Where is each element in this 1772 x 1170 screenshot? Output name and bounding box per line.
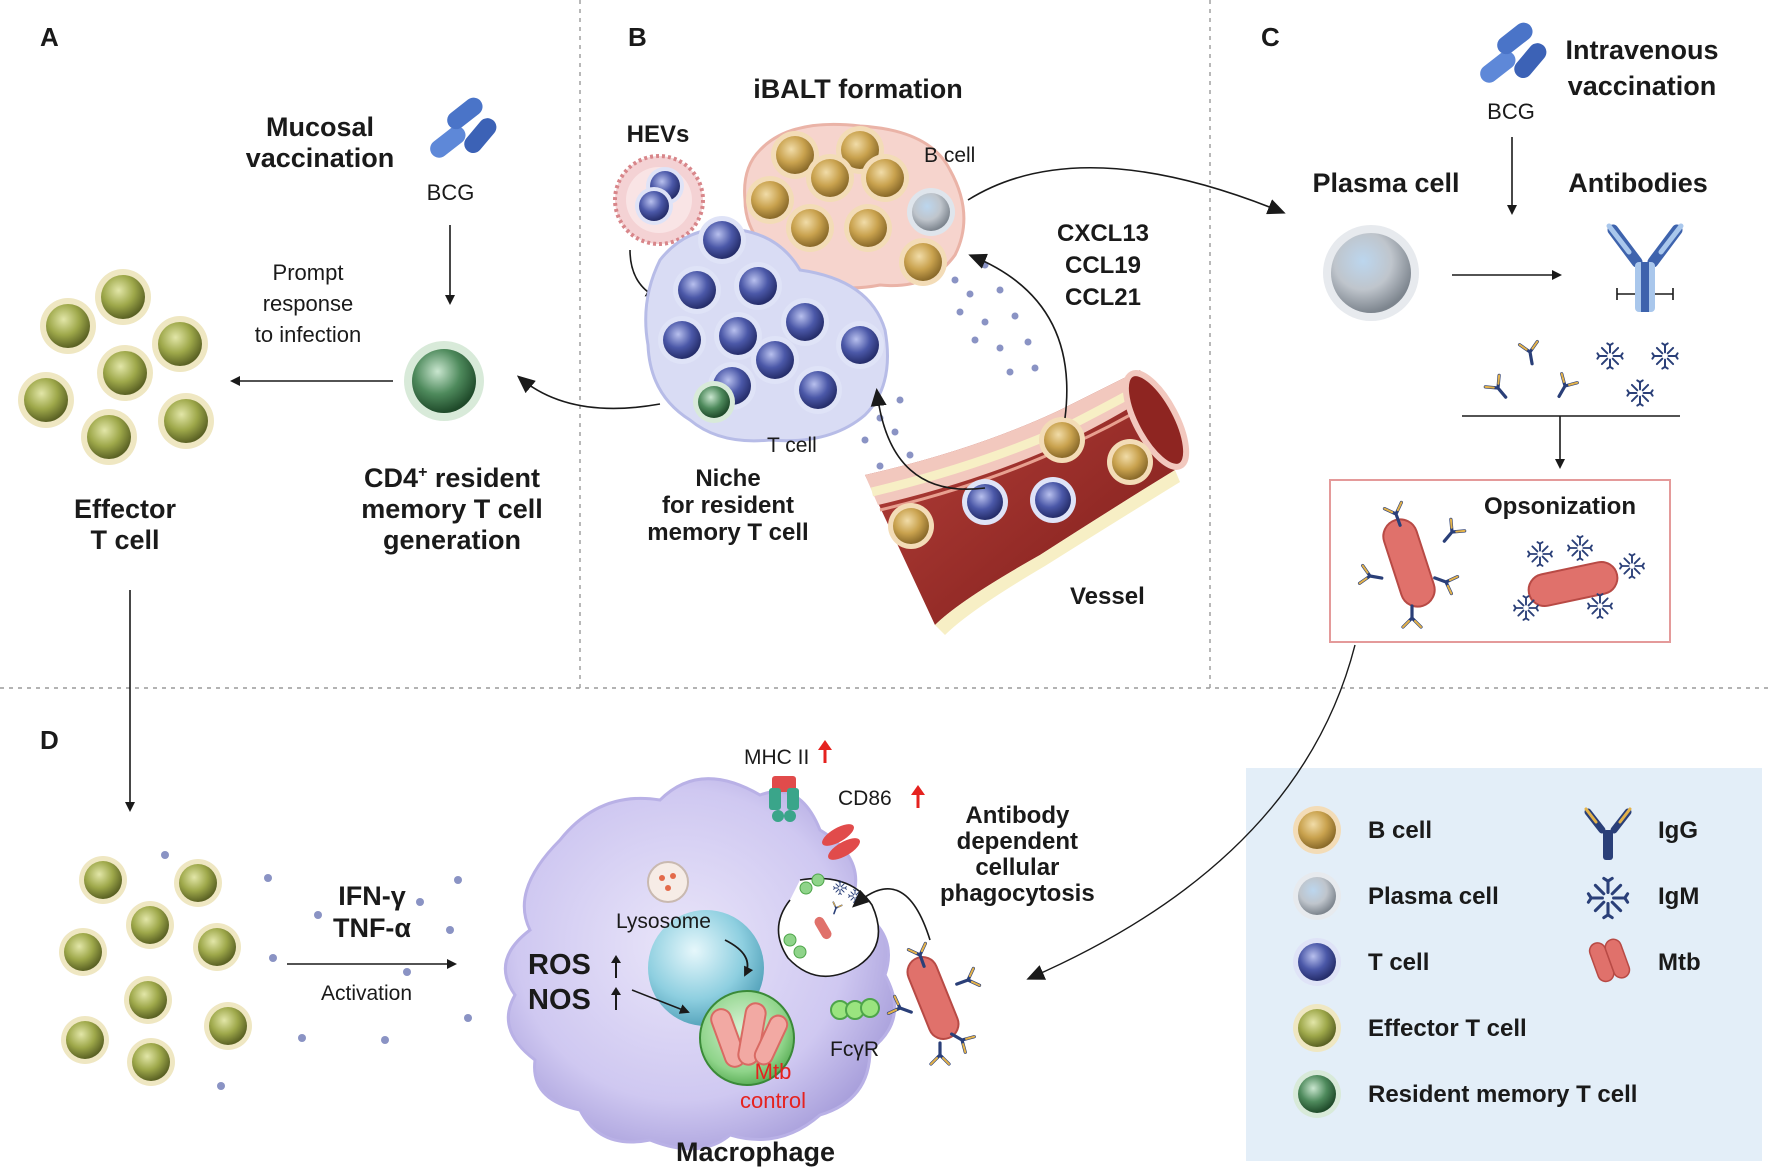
effector-t-cell-label: Effector T cell xyxy=(73,494,176,555)
t-cell-group-b xyxy=(658,216,884,423)
opsonization-label: Opsonization xyxy=(1484,493,1636,520)
chemokines-label: CXCL13 CCL19 CCL21 xyxy=(1056,220,1150,311)
ros-label: ROS xyxy=(528,949,591,981)
antibody-pool-c xyxy=(1483,339,1679,407)
up-arrow-mhc xyxy=(818,740,832,763)
opsonization-box xyxy=(1329,479,1671,643)
bcg-icon-a xyxy=(430,97,497,158)
activation-label: Activation xyxy=(321,982,413,1005)
legend-effector-t-cell-icon xyxy=(1293,1004,1341,1052)
panel-letter-b: B xyxy=(628,22,647,52)
nos-label: NOS xyxy=(528,984,591,1016)
hev-structure xyxy=(613,154,705,246)
panel-letter-c: C xyxy=(1261,22,1280,52)
b-cell-group-b xyxy=(746,126,955,286)
effector-t-cell-cluster-a xyxy=(18,269,214,465)
t-cell-label-b: T cell xyxy=(767,434,817,457)
lysosome-label: Lysosome xyxy=(616,910,711,933)
niche-label: Niche for resident memory T cell xyxy=(647,465,809,546)
legend-resident-memory-t-cell-icon xyxy=(1293,1070,1341,1118)
cytokine-dots-d xyxy=(161,851,472,1090)
legend-igg-icon xyxy=(1584,807,1632,860)
b-cell-label-b: B cell xyxy=(924,144,976,167)
arrow-adcp xyxy=(852,888,931,941)
effector-t-cell-cluster-d xyxy=(59,856,252,1086)
phagolysosome xyxy=(699,990,795,1086)
opsonized-mtb-igm xyxy=(1513,535,1645,621)
legend-icons xyxy=(1293,806,1632,1118)
up-arrow-ros xyxy=(611,955,621,978)
legend-mtb-icon xyxy=(1588,938,1631,983)
ibalt-title: iBALT formation xyxy=(753,74,963,104)
panel-dividers xyxy=(0,0,1772,689)
legend-label-mtb: Mtb xyxy=(1658,949,1701,976)
fcgr-receptor xyxy=(830,998,880,1020)
legend-label-t-cell: T cell xyxy=(1368,949,1430,976)
legend-label-b-cell: B cell xyxy=(1368,817,1433,844)
mucosal-vaccination-label: Mucosal vaccination xyxy=(245,112,395,173)
arrow-bcell-to-plasma xyxy=(967,166,1286,215)
cd86-receptor xyxy=(822,824,860,860)
cd86-label: CD86 xyxy=(838,787,892,810)
legend-label-effector-t-cell: Effector T cell xyxy=(1368,1015,1527,1042)
bcg-icon-c xyxy=(1480,22,1547,83)
panel-letter-a: A xyxy=(40,22,59,52)
mhc-ii-receptor xyxy=(769,776,799,822)
cytokines-label: IFN-γ TNF-α xyxy=(332,881,412,943)
opsonized-mtb-d xyxy=(886,941,982,1066)
legend-b-cell-icon xyxy=(1293,806,1341,854)
up-arrow-cd86 xyxy=(911,785,925,808)
vessel-label: Vessel xyxy=(1070,583,1145,610)
mtb-control-label: Mtb control xyxy=(739,1059,807,1113)
prompt-response-label: Prompt response to infection xyxy=(254,260,362,347)
intravenous-vaccination-label: Intravenous vaccination xyxy=(1565,35,1719,101)
arrow-niche-to-memory xyxy=(516,375,661,410)
arrow-ros-to-phagosome xyxy=(631,989,690,1014)
up-arrow-nos xyxy=(611,987,621,1010)
legend-t-cell-icon xyxy=(1293,938,1341,986)
panel-letter-d: D xyxy=(40,725,59,755)
plasma-cell-label: Plasma cell xyxy=(1312,168,1460,198)
legend-label-resident-memory-t-cell: Resident memory T cell xyxy=(1368,1081,1638,1108)
legend-plasma-cell-icon xyxy=(1293,872,1341,920)
resident-memory-t-cell-a xyxy=(404,341,484,421)
antibody-large xyxy=(1606,223,1684,312)
legend-label-igg: IgG xyxy=(1658,817,1698,844)
cd4-memory-label: CD4+ resident memory T cell generation xyxy=(361,463,543,555)
antibodies-label: Antibodies xyxy=(1568,168,1708,198)
arrow-opsonization-to-macrophage xyxy=(1026,644,1356,980)
lysosome-vesicle xyxy=(647,861,689,903)
blood-vessel xyxy=(865,370,1190,635)
arrow-vessel-to-bcells xyxy=(968,253,1068,419)
legend-label-igm: IgM xyxy=(1658,883,1700,910)
arrow-lysosome-to-phagosome xyxy=(724,939,754,977)
plasma-cell-c xyxy=(1323,225,1419,321)
fcgr-label: FcγR xyxy=(830,1038,879,1061)
legend-igm-icon xyxy=(1586,876,1630,920)
opsonized-mtb-igg xyxy=(1357,500,1467,629)
bcg-label-a: BCG xyxy=(426,180,475,205)
chemokine-dots-b xyxy=(861,261,1039,470)
bcg-label-c: BCG xyxy=(1487,99,1535,124)
legend-label-plasma-cell: Plasma cell xyxy=(1368,883,1499,910)
mhc-ii-label: MHC II xyxy=(744,746,810,769)
hevs-label: HEVs xyxy=(626,121,690,148)
macrophage-label: Macrophage xyxy=(676,1137,836,1167)
arrow-vessel-to-tcells xyxy=(870,388,986,490)
adcp-label: Antibody dependent cellular phagocytosis xyxy=(940,802,1095,907)
